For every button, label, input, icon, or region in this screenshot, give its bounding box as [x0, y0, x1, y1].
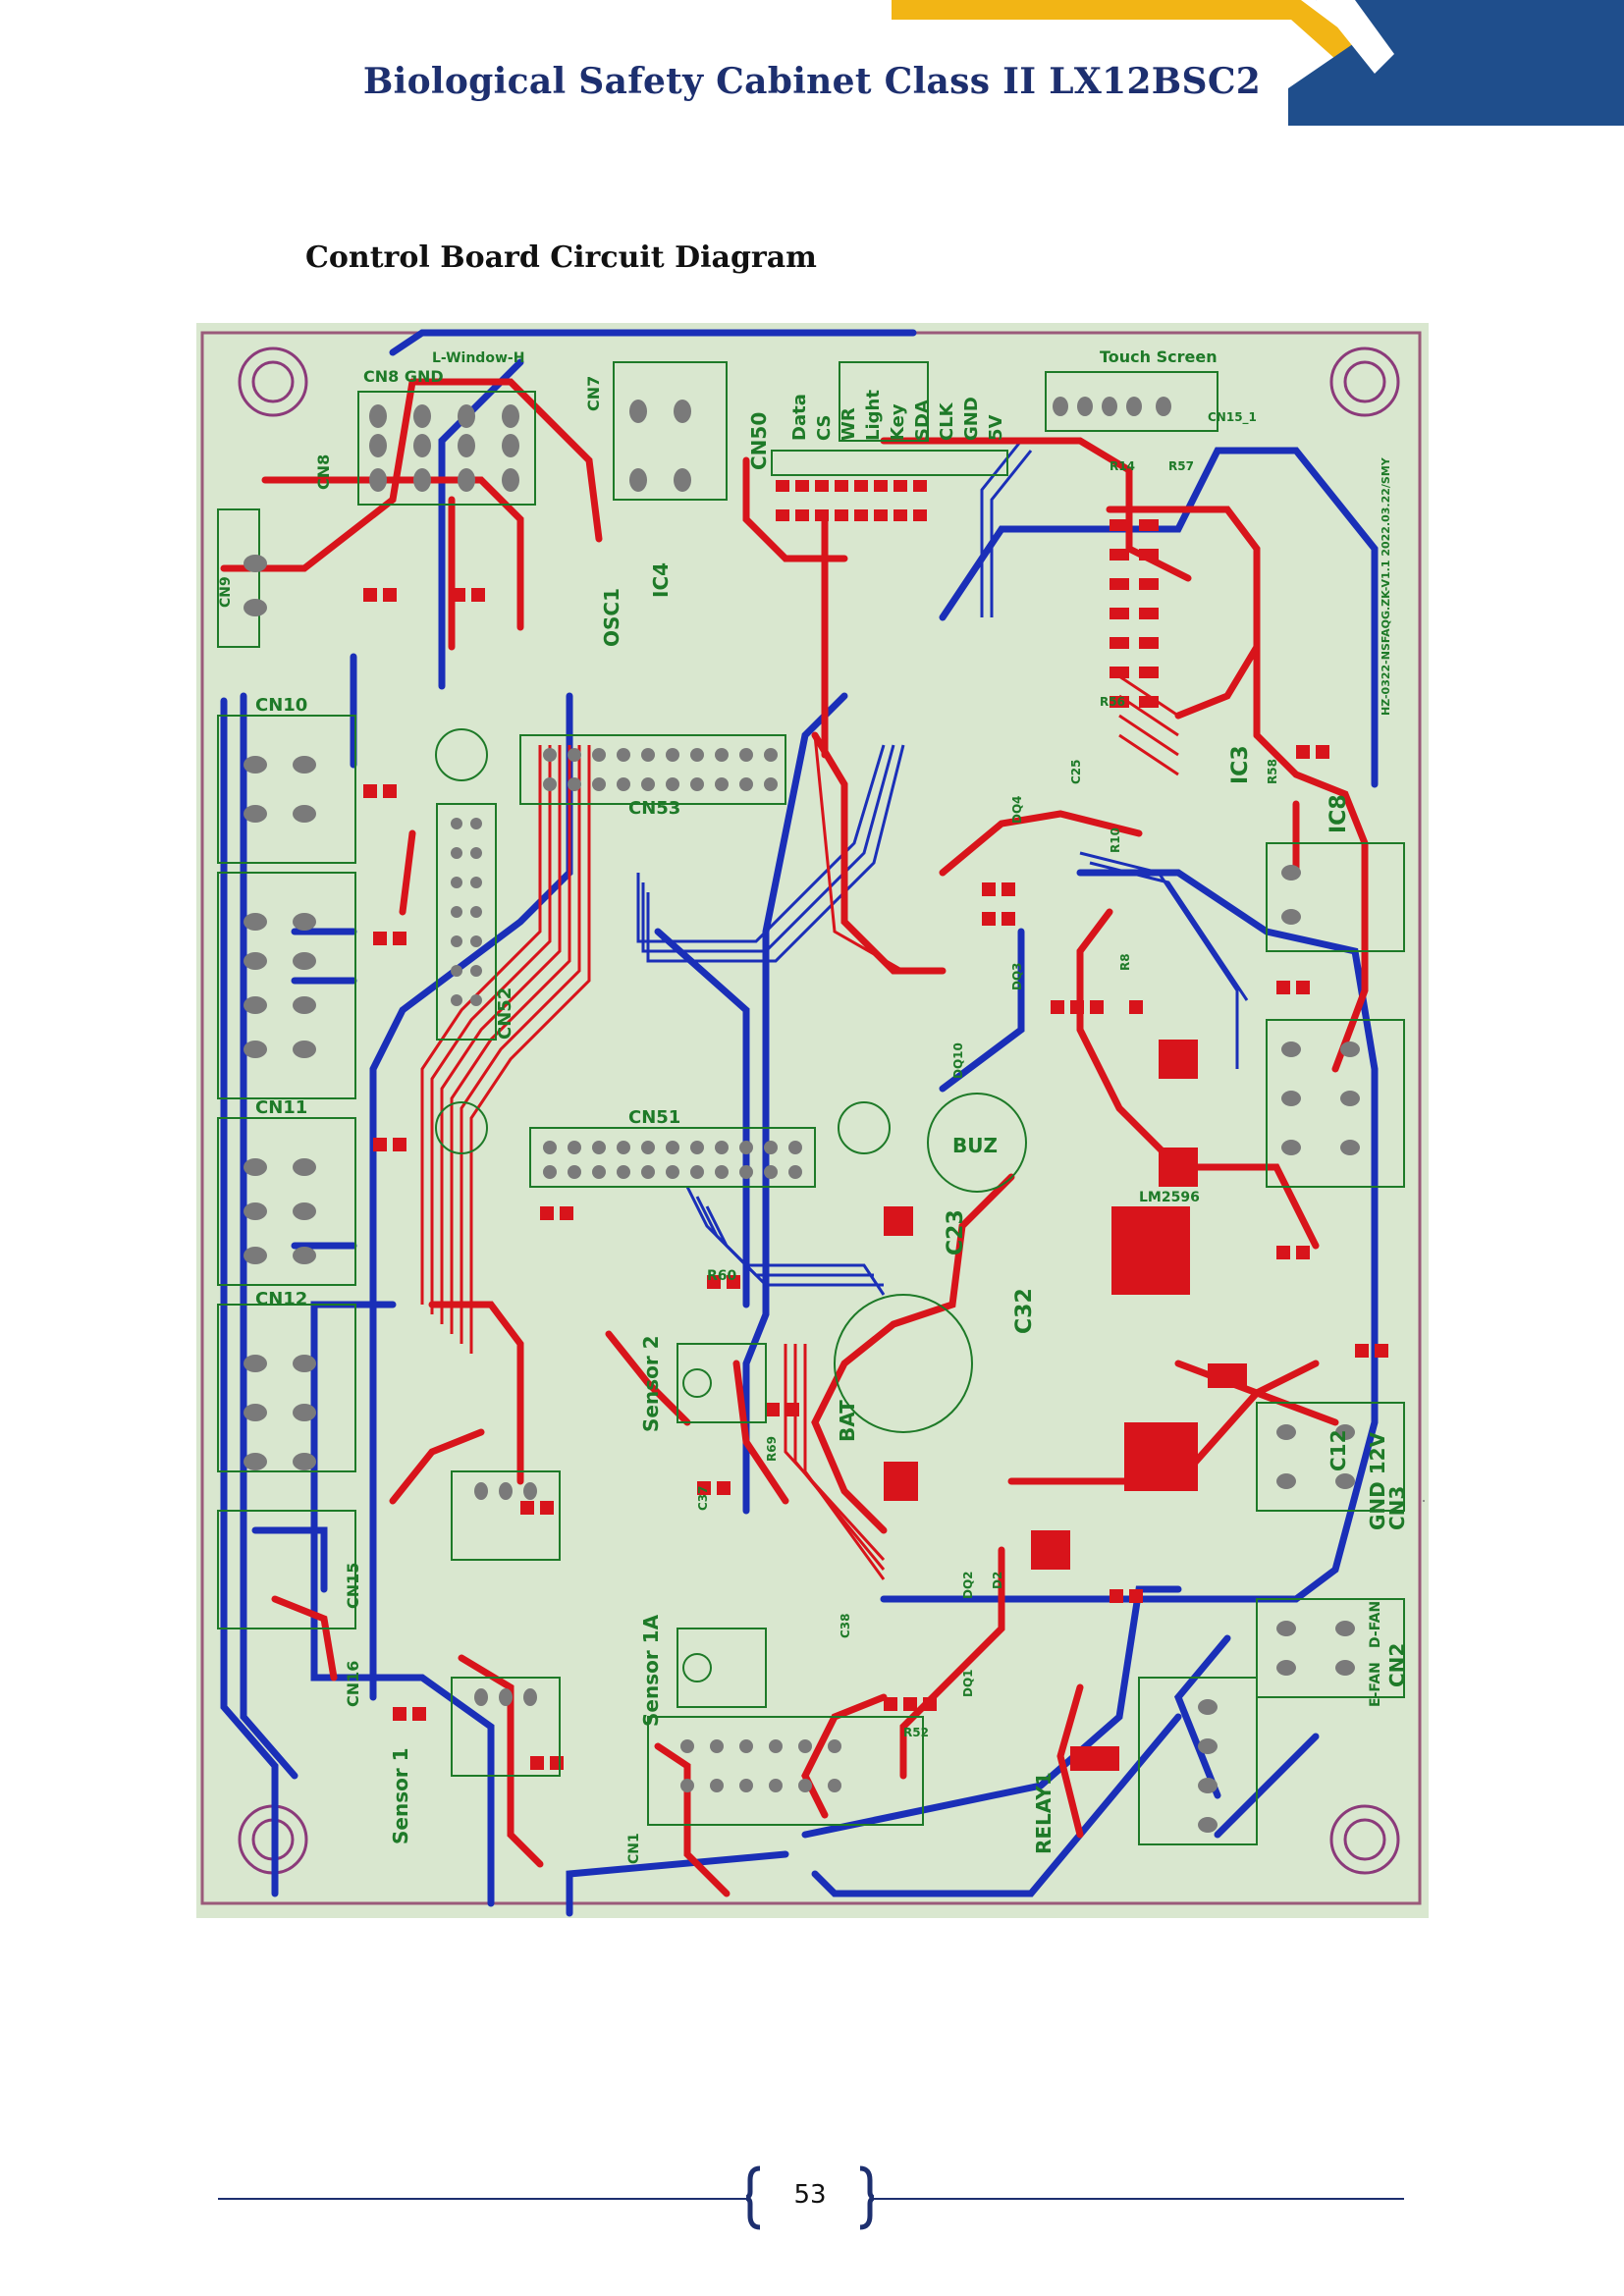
label-dq2: DQ2 — [961, 1571, 975, 1599]
label-sensor1a: Sensor 1A — [639, 1614, 663, 1727]
label-cn2: CN2 — [1385, 1643, 1409, 1687]
label-dq4: DQ4 — [1010, 795, 1024, 824]
footer-rule-right — [874, 2198, 1404, 2200]
label-key: Key — [888, 403, 908, 441]
label-lm2596: LM2596 — [1139, 1190, 1200, 1205]
label-cn16: CN16 — [344, 1661, 362, 1707]
page-number: 53 — [793, 2180, 827, 2210]
smd-pads — [363, 480, 1388, 1770]
round-components — [435, 728, 1027, 1682]
label-r56: R56 — [1100, 695, 1125, 709]
label-buz: BUZ — [952, 1134, 998, 1157]
pcb-labels: CN8 GND L-Window-H CN8 CN7 CN50 Data CS … — [218, 347, 1409, 1864]
through-hole-pads — [244, 397, 1425, 1833]
label-d-fan: D-FAN — [1368, 1601, 1383, 1648]
label-cn8-gnd: CN8 GND — [363, 367, 444, 386]
label-cn1: CN1 — [626, 1833, 642, 1864]
label-board-id: HZ-0322-NSFAQG.ZK-V1.1 2022.03.22/SMY — [1380, 456, 1392, 716]
label-gnd: GND — [961, 397, 982, 441]
label-c37: C37 — [696, 1485, 710, 1511]
label-touch-screen: Touch Screen — [1100, 347, 1218, 366]
label-cn8: CN8 — [314, 454, 333, 490]
label-cn10: CN10 — [255, 695, 307, 716]
label-bat: BAT — [836, 1400, 859, 1442]
label-c12: C12 — [1326, 1429, 1350, 1471]
label-clk: CLK — [937, 401, 957, 441]
label-c32: C32 — [1012, 1288, 1037, 1334]
label-cs: CS — [814, 414, 835, 441]
label-cn52: CN52 — [495, 988, 515, 1040]
label-cn7: CN7 — [584, 376, 603, 411]
label-ic8: IC8 — [1326, 794, 1351, 833]
page-number-box: 53 — [743, 2164, 877, 2231]
label-dq1: DQ1 — [961, 1669, 975, 1697]
bus-traces-blue — [636, 440, 1249, 1296]
label-light: Light — [863, 390, 884, 441]
label-c25: C25 — [1069, 759, 1083, 784]
copper-blocks — [884, 1040, 1247, 1771]
label-ic4: IC4 — [649, 562, 673, 598]
label-osc1: OSC1 — [600, 588, 623, 647]
label-cn53: CN53 — [628, 798, 680, 819]
footer-rule-left — [218, 2198, 748, 2200]
label-d2: D2 — [991, 1572, 1004, 1589]
label-cn11: CN11 — [255, 1097, 307, 1118]
label-dq3: DQ3 — [1010, 962, 1024, 990]
label-wr: WR — [839, 407, 859, 441]
label-cn9: CN9 — [218, 576, 234, 608]
label-cn15-1: CN15_1 — [1208, 410, 1257, 425]
label-r8: R8 — [1118, 953, 1132, 971]
label-e-fan: E-FAN — [1368, 1662, 1383, 1707]
control-board-diagram: CN8 GND L-Window-H CN8 CN7 CN50 Data CS … — [196, 323, 1429, 1918]
label-cn50: CN50 — [747, 412, 771, 470]
label-sensor1: Sensor 1 — [389, 1747, 412, 1844]
label-r60: R60 — [707, 1268, 737, 1284]
label-cn3: CN3 — [1385, 1486, 1409, 1530]
label-cn12: CN12 — [255, 1289, 307, 1309]
label-relay1: RELAY1 — [1032, 1772, 1056, 1854]
label-r10: R10 — [1109, 828, 1122, 853]
label-gnd-12v: GND 12V — [1366, 1431, 1389, 1530]
label-sda: SDA — [912, 400, 933, 441]
label-l-window: L-Window-H — [432, 350, 524, 366]
section-heading: Control Board Circuit Diagram — [305, 240, 817, 275]
label-cn15: CN15 — [344, 1563, 362, 1609]
connector-outlines — [217, 361, 1405, 1845]
blue-traces — [220, 329, 1379, 1917]
label-r58: R58 — [1266, 759, 1279, 784]
label-5v: 5V — [986, 414, 1006, 441]
header-decoration — [892, 0, 1624, 126]
label-r57: R57 — [1168, 459, 1194, 473]
label-data: Data — [789, 394, 810, 441]
label-r14: R14 — [1110, 459, 1135, 473]
label-sensor2: Sensor 2 — [639, 1335, 663, 1432]
label-c38: C38 — [839, 1613, 852, 1638]
pcb-layout-svg: CN8 GND L-Window-H CN8 CN7 CN50 Data CS … — [196, 323, 1429, 1918]
label-c23: C23 — [944, 1209, 968, 1255]
label-r69: R69 — [765, 1436, 779, 1462]
label-cn51: CN51 — [628, 1107, 680, 1128]
label-dq10: DQ10 — [951, 1042, 965, 1079]
label-r52: R52 — [903, 1726, 929, 1739]
document-title: Biological Safety Cabinet Class II LX12B… — [362, 61, 1262, 102]
label-ic3: IC3 — [1228, 745, 1253, 784]
